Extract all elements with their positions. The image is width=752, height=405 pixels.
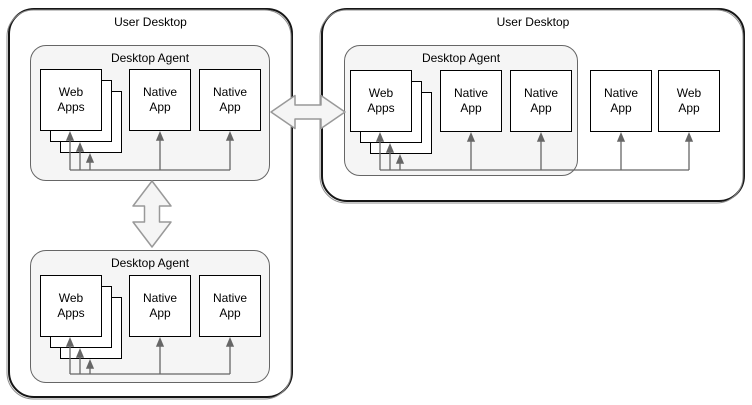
native-app-box: Native App: [129, 275, 191, 337]
desktop-agent-right-title: Desktop Agent: [421, 51, 501, 65]
native-app-box: Native App: [199, 275, 261, 337]
standalone-native-app-box: Native App: [590, 70, 652, 132]
web-apps-stack-left-top: Web Apps: [40, 69, 124, 153]
web-apps-stack-right: Web Apps: [350, 70, 434, 154]
native-app-box: Native App: [510, 70, 572, 132]
native-app-box: Native App: [440, 70, 502, 132]
native-app-box: Native App: [199, 69, 261, 131]
web-apps-box: Web Apps: [40, 69, 102, 131]
native-app-box: Native App: [129, 69, 191, 131]
user-desktop-left-title: User Desktop: [114, 15, 187, 29]
web-apps-stack-left-bottom: Web Apps: [40, 275, 124, 359]
user-desktop-right-title: User Desktop: [496, 15, 570, 29]
standalone-web-app-box: Web App: [658, 70, 720, 132]
web-apps-box: Web Apps: [40, 275, 102, 337]
web-apps-box: Web Apps: [350, 70, 412, 132]
desktop-agent-left-bottom-title: Desktop Agent: [110, 256, 190, 270]
desktop-agent-left-top-title: Desktop Agent: [110, 51, 190, 65]
